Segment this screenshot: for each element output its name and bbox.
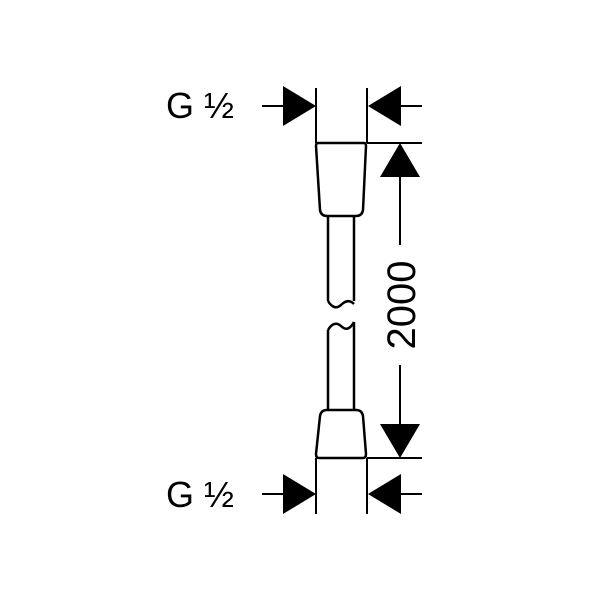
bottom-connector <box>314 408 368 460</box>
bottom-thread-label: G ½ <box>166 474 234 515</box>
length-dimension: 2000 <box>367 142 424 459</box>
top-arrow-left <box>368 86 401 126</box>
length-value-label: 2000 <box>380 261 424 350</box>
shower-hose <box>314 141 368 460</box>
bottom-arrow-left <box>368 474 401 514</box>
length-arrow-down <box>380 424 420 458</box>
bottom-thread-dimension: G ½ <box>166 458 422 515</box>
hose-upper-section <box>326 216 356 301</box>
top-thread-label: G ½ <box>166 85 234 126</box>
top-thread-dimension: G ½ <box>166 85 422 143</box>
top-connector <box>314 141 368 218</box>
break-line-lower <box>326 321 356 331</box>
bottom-arrow-right <box>283 474 316 514</box>
break-line-upper <box>326 300 355 309</box>
top-arrow-right <box>283 86 316 126</box>
length-arrow-up <box>380 143 420 177</box>
hose-lower-section <box>326 322 356 410</box>
